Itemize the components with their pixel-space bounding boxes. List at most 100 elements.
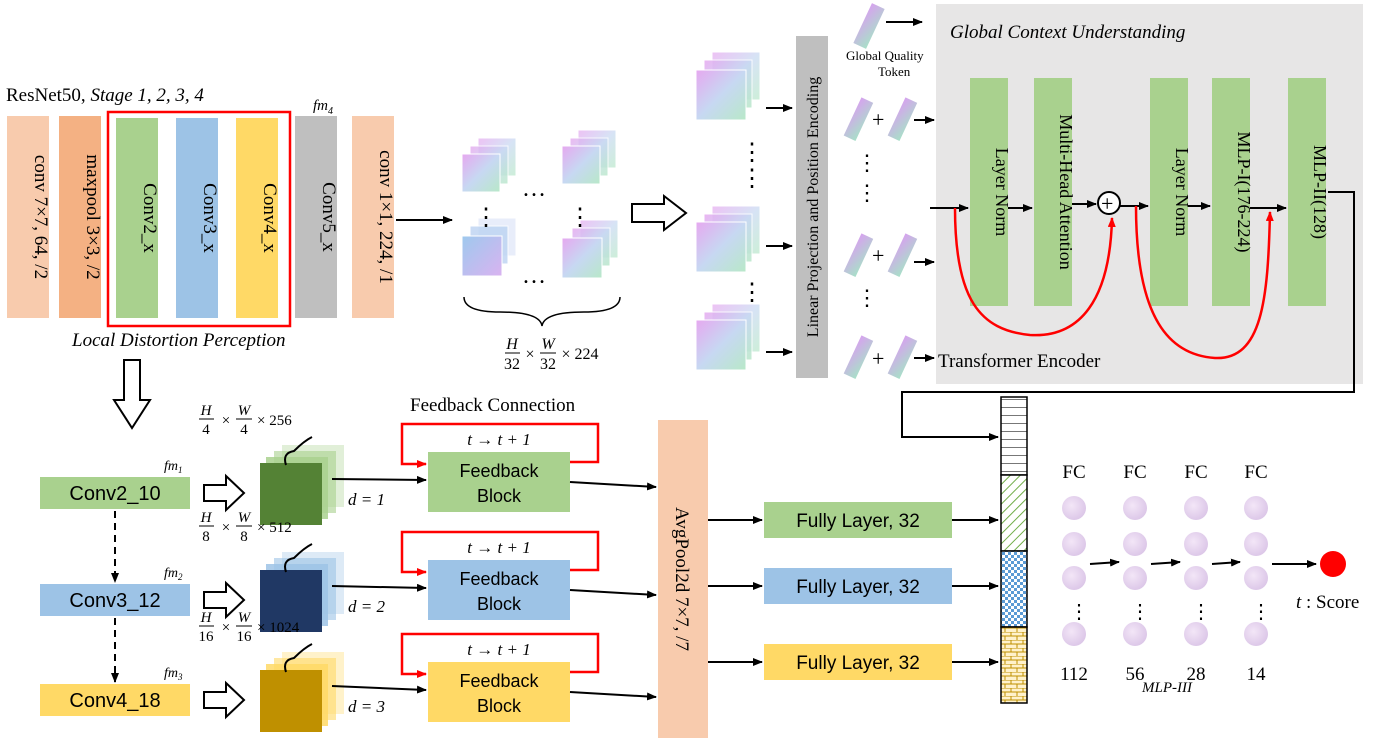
feature-map-grid: … … ⋮ ⋮ [461,129,619,289]
down-block-arrow [112,359,152,430]
stage-feature-cube-1 [260,436,344,525]
token-stacks: ⋮ ⋮ ⋮ [695,51,764,371]
mlp3-caption: MLP-III [1141,680,1193,696]
svg-text:4: 4 [202,422,210,438]
mlp3-node [1184,622,1208,646]
stage-label-2: Conv3_12 [69,590,160,612]
feedback-block-label-3: Feedback [459,671,539,691]
mlp3-node [1184,532,1208,556]
svg-text:× 256: × 256 [257,413,292,429]
stage-size-1: H4×W4× 256 [199,403,292,438]
concat-stage-1 [1000,474,1028,552]
svg-text:32: 32 [540,356,556,373]
svg-text:W: W [238,510,252,526]
stage-box-1 [40,477,190,509]
conv4x-block [236,118,278,318]
maxpool-label: maxpool 3×3, /2 [82,154,103,279]
avgpool-block [658,420,708,738]
conv3x-block [176,118,218,318]
mlp3-node [1244,566,1268,590]
svg-text:32: 32 [504,356,520,373]
mlp3-node [1244,622,1268,646]
conv4x-label: Conv4_x [259,183,280,253]
svg-text:…: … [522,263,546,289]
svg-text:⋮: ⋮ [856,180,878,205]
conv2x-label: Conv2_x [139,183,160,253]
stage-block-arrow-3 [203,680,246,720]
stage-box-3 [40,684,190,716]
fully-layer-2 [764,568,952,604]
conv1x1-label: conv 1×1, 224, /1 [375,150,396,284]
feedback-to-avgpool-2 [569,589,657,599]
feedback-time-2: t → t + 1 [467,538,530,557]
mlp3-node [1123,532,1147,556]
svg-text:Layer Norm: Layer Norm [1172,148,1192,236]
feedback-time-3: t → t + 1 [467,640,530,659]
svg-text:⋮: ⋮ [1191,601,1211,623]
feedback-block-1 [428,452,570,512]
svg-text:⋮: ⋮ [740,166,764,192]
global-token-label-2: Token [878,64,911,79]
feature-brace [463,296,621,327]
svg-text:8: 8 [202,529,210,545]
mlp3-arrow-2 [1150,558,1181,567]
svg-text:4: 4 [240,422,248,438]
svg-text:H: H [200,510,213,526]
svg-text:× 1024: × 1024 [257,620,300,636]
mlp3-node [1062,566,1086,590]
fully-layer-label-2: Fully Layer, 32 [796,577,920,598]
svg-text:W: W [238,403,252,419]
avgpool-label: AvgPool2d 7×7, /7 [671,507,692,651]
feedback-title: Feedback Connection [410,395,576,416]
mlp3-arrow-3 [1211,558,1241,567]
conv3x-label: Conv3_x [199,183,220,253]
svg-text:×: × [222,413,230,429]
mlp-2 [1288,78,1326,306]
svg-text:⋮: ⋮ [1069,601,1089,623]
svg-text:⋮: ⋮ [740,140,764,166]
conv5x-label: Conv5_x [318,182,339,252]
residual-add-icon [1097,191,1121,215]
projection-label: Linear Projection and Position Encoding [805,77,822,337]
score-label: t : Score [1296,592,1359,613]
mlp3-size-4: 14 [1247,664,1267,685]
conv7-label: conv 7×7, 64, /2 [30,155,51,279]
svg-text:⋮: ⋮ [856,150,878,175]
mlp3-node [1062,496,1086,520]
svg-text:16: 16 [237,629,253,645]
svg-text:H: H [505,336,519,353]
stage-to-feedback-1 [331,475,427,484]
mlp3-size-2: 56 [1126,664,1145,685]
local-stage-frame [106,110,292,328]
mlp3-fc-label-2: FC [1123,462,1146,483]
feedback-to-avgpool-1 [569,481,657,491]
layernorm-1 [970,78,1008,306]
svg-text:MLP-I(176-224): MLP-I(176-224) [1233,132,1254,253]
multihead-attention [1034,78,1072,306]
stage-label-3: Conv4_18 [69,690,160,712]
fully-layer-3 [764,644,952,680]
backbone-title: ResNet50, Stage 1, 2, 3, 4 [6,85,204,106]
score-node [1320,551,1346,577]
svg-text:×: × [222,620,230,636]
svg-text:H: H [200,610,213,626]
residual-connection-2 [1134,205,1274,360]
stage-d-label-1: d = 1 [348,490,385,509]
feedback-block-label2-2: Block [477,594,522,614]
svg-text:W: W [238,610,252,626]
svg-text:+: + [1101,191,1113,216]
svg-text:8: 8 [240,529,248,545]
residual-connection-1 [953,207,1116,337]
feedback-loop-1 [400,422,600,468]
conv1x1-block [352,116,394,318]
svg-text:Multi-Head Attention: Multi-Head Attention [1056,114,1076,269]
fm-label-1: fm1 [164,459,183,475]
svg-text:16: 16 [199,629,215,645]
local-caption: Local Distortion Perception [71,330,286,351]
svg-text:⋮: ⋮ [740,280,764,306]
conv5x-block [295,116,337,318]
mlp3-node [1244,496,1268,520]
mlp3-size-1: 112 [1060,664,1088,685]
feedback-block-label-1: Feedback [459,461,539,481]
